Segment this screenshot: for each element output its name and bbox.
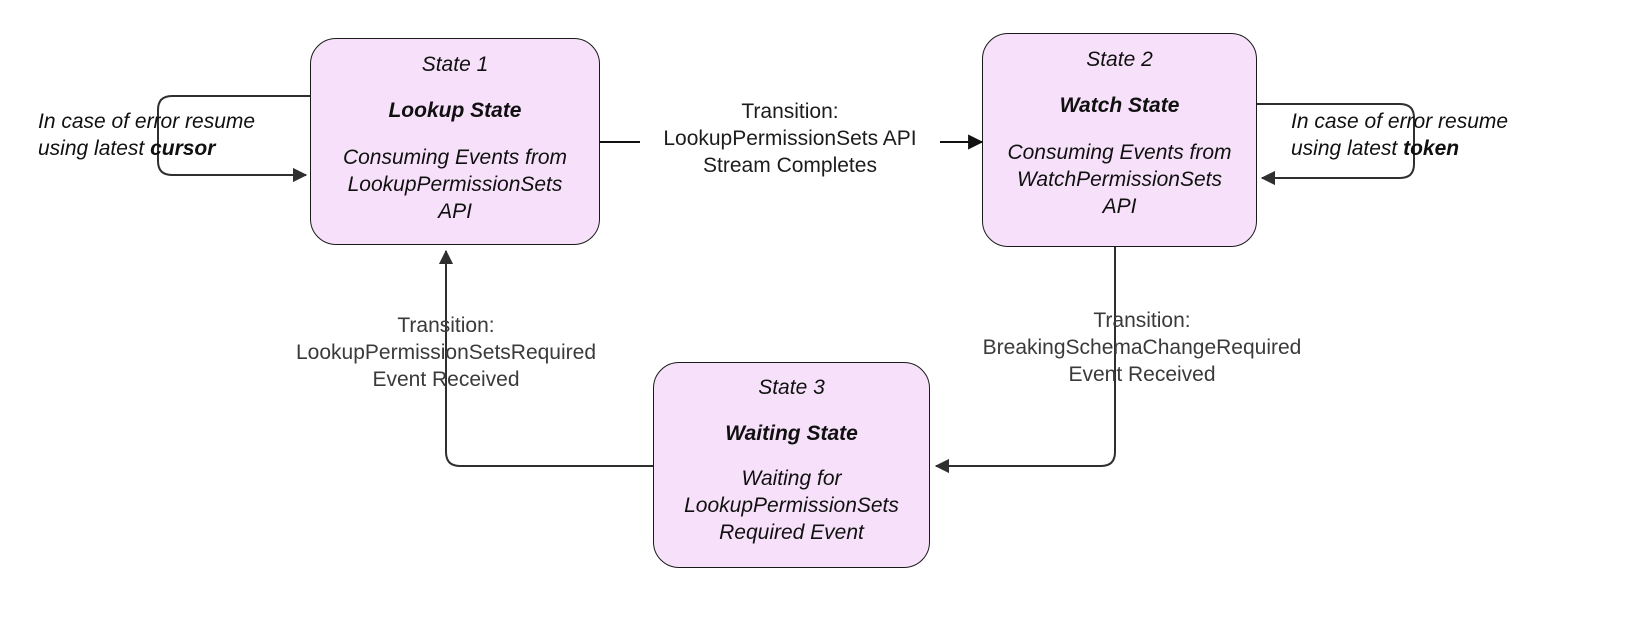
state-1-title: Lookup State [388,99,522,123]
self-loop-label-state1: In case of error resume using latest cur… [38,108,288,163]
state-1-description: Consuming Events from LookupPermissionSe… [342,146,568,224]
self-loop-state2-keyword: token [1403,137,1460,161]
self-loop-state1-text: In case of error resume using latest [38,110,256,161]
state-1-id: State 1 [421,53,489,76]
state-3-description: Waiting for LookupPermissionSets Require… [684,467,899,545]
edge-state3-to-state1 [438,249,653,467]
state-node-2[interactable]: State 2 Watch State Consuming Events fro… [982,33,1257,247]
edge-label-state2-to-state3: Transition: BreakingSchemaChangeRequired… [982,309,1302,386]
self-loop-state1 [157,95,310,183]
self-loop-label-state2: In case of error resume using latest tok… [1291,108,1551,163]
edge-label-state3-to-state1: Transition: LookupPermissionSetsRequired… [296,314,596,391]
edge-label-state1-to-state2: Transition: LookupPermissionSets API Str… [640,99,940,180]
state-node-3[interactable]: State 3 Waiting State Waiting for Lookup… [653,362,930,568]
state-node-1[interactable]: State 1 Lookup State Consuming Events fr… [310,38,600,245]
state-3-title: Waiting State [725,422,858,446]
state-2-id: State 2 [1086,48,1153,71]
state-2-title: Watch State [1059,94,1180,118]
state-2-description: Consuming Events from WatchPermissionSet… [1007,141,1232,219]
edge-state2-to-state3 [934,247,1116,474]
state-3-id: State 3 [758,376,825,399]
self-loop-state2-text: In case of error resume using latest [1291,110,1509,161]
self-loop-state2 [1257,103,1415,186]
self-loop-state1-keyword: cursor [150,137,216,161]
